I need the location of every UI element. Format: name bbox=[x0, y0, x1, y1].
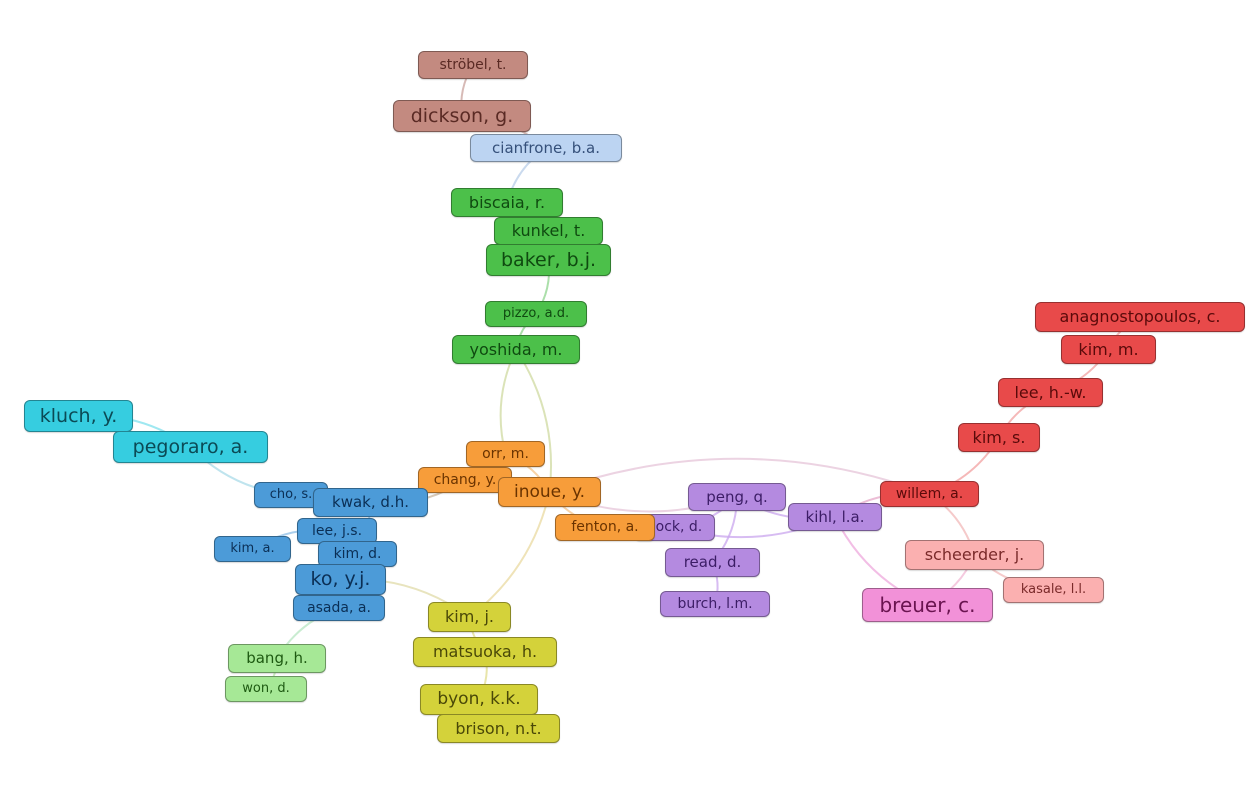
node-bang[interactable]: bang, h. bbox=[228, 644, 326, 673]
node-pegoraro[interactable]: pegoraro, a. bbox=[113, 431, 268, 463]
node-kunkel[interactable]: kunkel, t. bbox=[494, 217, 603, 245]
node-read[interactable]: read, d. bbox=[665, 548, 760, 577]
node-kasale[interactable]: kasale, l.l. bbox=[1003, 577, 1104, 603]
node-cianfrone[interactable]: cianfrone, b.a. bbox=[470, 134, 622, 162]
node-biscaia[interactable]: biscaia, r. bbox=[451, 188, 563, 217]
node-kwak[interactable]: kwak, d.h. bbox=[313, 488, 428, 517]
edge-inoue-willem bbox=[549, 457, 930, 495]
node-fenton[interactable]: fenton, a. bbox=[555, 514, 655, 541]
node-won[interactable]: won, d. bbox=[225, 676, 307, 702]
node-brison[interactable]: brison, n.t. bbox=[437, 714, 560, 743]
edge-inoue-kimj bbox=[468, 491, 551, 618]
node-strobel[interactable]: ströbel, t. bbox=[418, 51, 528, 79]
node-pizzo[interactable]: pizzo, a.d. bbox=[485, 301, 587, 327]
node-lee-hw[interactable]: lee, h.-w. bbox=[998, 378, 1103, 407]
node-asada[interactable]: asada, a. bbox=[293, 595, 385, 621]
node-willem[interactable]: willem, a. bbox=[880, 481, 979, 507]
node-byon[interactable]: byon, k.k. bbox=[420, 684, 538, 715]
node-kihl[interactable]: kihl, l.a. bbox=[788, 503, 882, 531]
node-kim-d[interactable]: kim, d. bbox=[318, 541, 397, 567]
node-baker[interactable]: baker, b.j. bbox=[486, 244, 611, 276]
node-yoshida[interactable]: yoshida, m. bbox=[452, 335, 580, 364]
node-kim-a[interactable]: kim, a. bbox=[214, 536, 291, 562]
node-peng[interactable]: peng, q. bbox=[688, 483, 786, 511]
node-lee-js[interactable]: lee, j.s. bbox=[297, 518, 377, 544]
node-inoue[interactable]: inoue, y. bbox=[498, 477, 601, 507]
edge-yoshida-orr bbox=[499, 349, 517, 455]
node-kluch[interactable]: kluch, y. bbox=[24, 400, 133, 432]
node-scheerder[interactable]: scheerder, j. bbox=[905, 540, 1044, 570]
node-matsuoka[interactable]: matsuoka, h. bbox=[413, 637, 557, 667]
node-kim-s[interactable]: kim, s. bbox=[958, 423, 1040, 452]
edge-yoshida-inoue bbox=[515, 348, 553, 493]
node-chang[interactable]: chang, y. bbox=[418, 467, 512, 493]
node-kim-j[interactable]: kim, j. bbox=[428, 602, 511, 632]
node-kim-m[interactable]: kim, m. bbox=[1061, 335, 1156, 364]
node-dickson[interactable]: dickson, g. bbox=[393, 100, 531, 132]
node-burch[interactable]: burch, l.m. bbox=[660, 591, 770, 617]
node-breuer[interactable]: breuer, c. bbox=[862, 588, 993, 622]
node-orr[interactable]: orr, m. bbox=[466, 441, 545, 467]
node-ko[interactable]: ko, y.j. bbox=[295, 564, 386, 595]
node-anagnostopoulos[interactable]: anagnostopoulos, c. bbox=[1035, 302, 1245, 332]
